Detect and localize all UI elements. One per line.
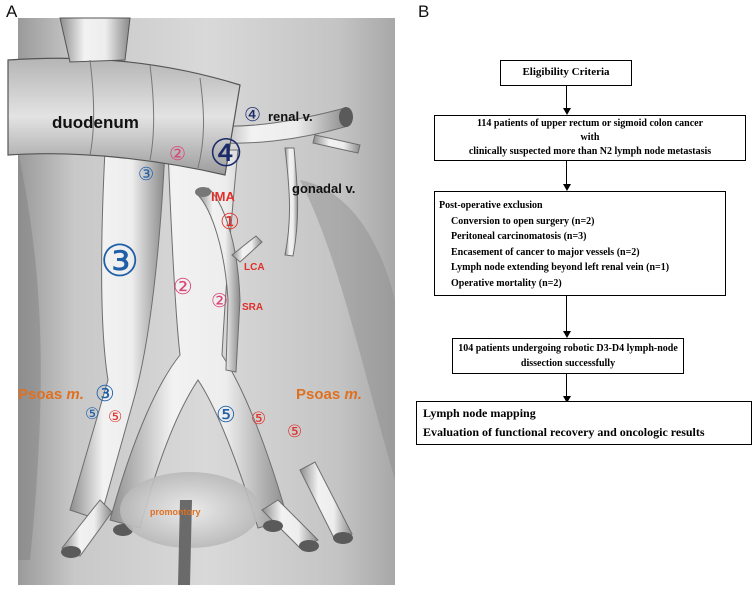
renal-tributary [312, 134, 361, 154]
panel-a-letter: A [6, 2, 18, 21]
arrow-1-head [563, 108, 571, 115]
lca-vessel [231, 235, 263, 263]
arrow-2 [566, 161, 567, 186]
arrow-3-head [563, 331, 571, 338]
ima-vessel [197, 187, 241, 373]
station-5-right-red-marker: ⑤ [287, 422, 303, 441]
panel-a: A [6, 2, 395, 585]
label-ima: IMA [211, 189, 235, 204]
exclusion-item: Encasement of cancer to major vessels (n… [451, 246, 640, 258]
psoas-right-m: m. [344, 386, 362, 403]
vessel-end-4 [299, 540, 319, 552]
label-gonadal-v: gonadal v. [292, 181, 356, 196]
exclusion-box: Post-operative exclusion Conversion to o… [434, 191, 726, 296]
exclusion-item: Lymph node extending beyond left renal v… [451, 262, 670, 273]
vessel-end-1 [61, 546, 81, 558]
duodenum-fold-2 [149, 64, 155, 161]
gonadal-vein [284, 147, 299, 257]
psoas-right-name: Psoas [296, 386, 345, 403]
aorta-vessel [109, 149, 289, 529]
patients-line-3: clinically suspected more than N2 lymph … [468, 146, 712, 157]
arrow-1 [566, 86, 567, 110]
panel-b: B Eligibility Criteria 114 patients of u… [408, 0, 756, 591]
psoas-left-m: m. [66, 386, 84, 403]
arrow-4-head [563, 396, 571, 403]
outcome-line-2: Evaluation of functional recovery and on… [423, 425, 705, 439]
psoas-left-name: Psoas [18, 386, 67, 403]
label-psoas-left: Psoas m. [18, 386, 84, 403]
station-3-large-marker: ③ [100, 237, 140, 286]
label-duodenum: duodenum [52, 113, 139, 132]
station-5-left-blue-marker: ⑤ [85, 406, 100, 423]
station-3-lower-marker: ③ [95, 381, 115, 406]
duodenum-fold-3 [197, 77, 204, 169]
psoas-left-shading [18, 150, 41, 560]
station-2-mid-marker: ② [173, 274, 193, 299]
exclusion-title: Post-operative exclusion [439, 200, 543, 211]
psoas-right-shading [300, 180, 395, 480]
patients-line-1: 114 patients of upper rectum or sigmoid … [476, 118, 704, 129]
right-iliac-branch [261, 499, 319, 549]
outer-right-vein [299, 461, 353, 541]
ima-origin-cut [195, 187, 211, 197]
robotic-line-1: 104 patients undergoing robotic D3-D4 ly… [458, 343, 678, 354]
outcome-line-1: Lymph node mapping [423, 406, 536, 420]
patients-line-2: with [580, 132, 600, 143]
duodenum-fold-1 [89, 59, 95, 156]
station-4-large-marker: ④ [209, 133, 244, 175]
label-lca: LCA [244, 262, 265, 273]
panel-b-letter: B [418, 2, 430, 21]
vessel-end-5 [333, 532, 353, 544]
station-2-upper-marker: ② [169, 144, 187, 165]
exclusion-item: Operative mortality (n=2) [451, 277, 562, 289]
station-3-upper-marker: ③ [138, 164, 155, 184]
rectum-stalk [178, 500, 192, 585]
station-5-center-blue-marker: ⑤ [216, 402, 236, 427]
station-1-marker: ① [220, 209, 240, 234]
eligibility-text: Eligibility Criteria [522, 66, 610, 78]
station-4-small-marker: ④ [244, 105, 262, 126]
arrow-3 [566, 296, 567, 333]
label-promontory: promontory [150, 507, 201, 517]
robotic-line-2: dissection successfully [520, 358, 616, 369]
robotic-box: 104 patients undergoing robotic D3-D4 ly… [452, 338, 684, 374]
station-5-left-red-marker: ⑤ [108, 409, 123, 426]
outcome-box: Lymph node mapping Evaluation of functio… [416, 401, 752, 445]
exclusion-item: Conversion to open surgery (n=2) [451, 215, 595, 227]
eligibility-box: Eligibility Criteria [500, 60, 632, 86]
anatomy-illustration [7, 17, 395, 585]
arrow-4 [566, 374, 567, 398]
label-sra: SRA [242, 302, 264, 313]
duodenum-top [59, 17, 131, 63]
patients-box: 114 patients of upper rectum or sigmoid … [434, 115, 746, 161]
label-renal-v: renal v. [268, 109, 313, 124]
vessel-end-3 [263, 520, 283, 532]
arrow-2-head [563, 184, 571, 191]
renal-vein-end [339, 107, 353, 127]
station-2-lower-marker: ② [211, 291, 229, 312]
left-iliac-branch [61, 499, 113, 557]
station-5-center-red-marker: ⑤ [251, 409, 267, 428]
exclusion-item: Peritoneal carcinomatosis (n=3) [451, 231, 587, 242]
label-psoas-right: Psoas m. [296, 386, 362, 403]
